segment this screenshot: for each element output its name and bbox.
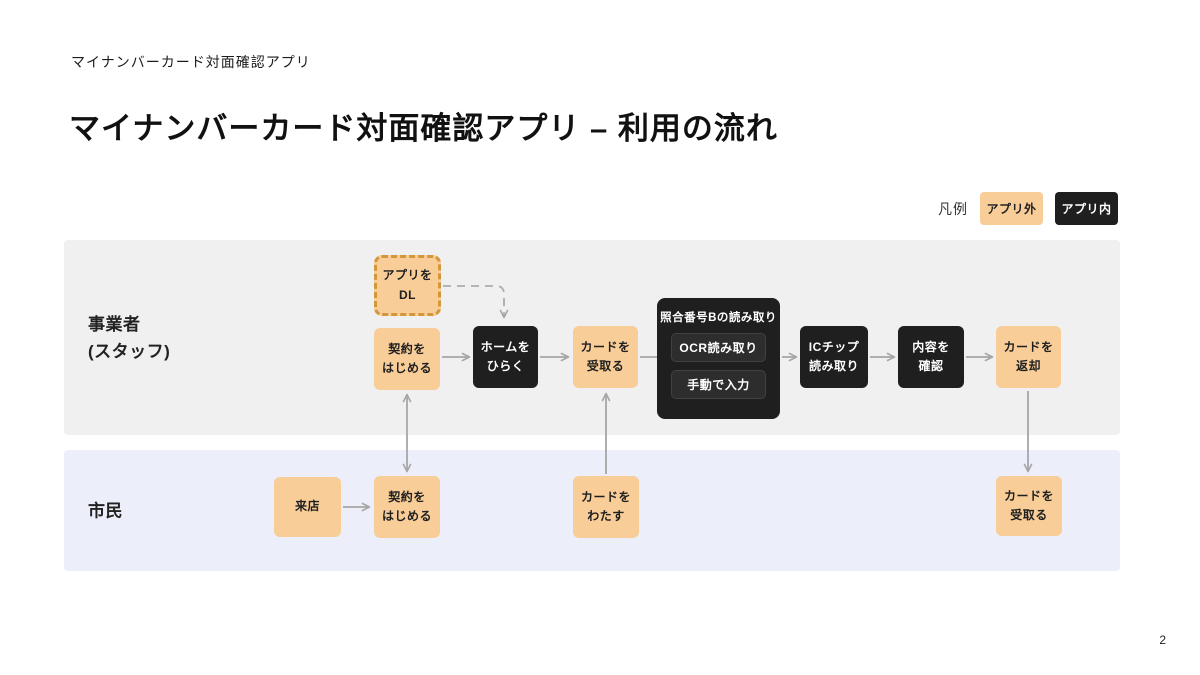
node-receive-card-citizen-line1: カードを (1003, 488, 1054, 503)
node-receive-card-staff-line2: 受取る (586, 359, 625, 373)
node-receive-card-staff: カードを 受取る (573, 326, 638, 388)
node-contract-start-staff-line2: はじめる (381, 361, 432, 375)
node-open-home-line2: ひらく (486, 359, 525, 373)
breadcrumb-app-name: マイナンバーカード対面確認アプリ (71, 54, 311, 70)
node-contract-start-staff: 契約を はじめる (374, 328, 440, 390)
page-number: 2 (1159, 633, 1166, 647)
node-hand-card-line1: カードを (580, 489, 631, 504)
node-receive-card-staff-line1: カードを (580, 339, 631, 354)
node-receive-card-citizen: カードを 受取る (996, 476, 1062, 536)
node-contract-start-citizen-line1: 契約を (388, 489, 426, 504)
node-ic-chip-read: ICチップ 読み取り (800, 326, 868, 388)
node-ic-chip-read-line2: 読み取り (808, 359, 859, 373)
node-return-card-line2: 返却 (1015, 359, 1041, 373)
node-confirm-contents-line1: 内容を (912, 339, 950, 354)
node-open-home-line1: ホームを (480, 339, 531, 354)
node-return-card: カードを 返却 (996, 326, 1061, 388)
node-app-dl-line2: DL (399, 287, 416, 302)
node-app-dl: アプリを DL (374, 255, 441, 316)
node-confirm-contents: 内容を 確認 (898, 326, 964, 388)
node-matching-number-b-group: 照合番号Bの読み取り OCR読み取り 手動で入力 (657, 298, 780, 419)
node-ic-chip-read-line1: ICチップ (808, 339, 860, 354)
node-confirm-contents-line2: 確認 (918, 359, 944, 373)
node-hand-card: カードを わたす (573, 476, 639, 538)
page-title: マイナンバーカード対面確認アプリ – 利用の流れ (69, 111, 778, 146)
lane-citizen-label: 市民 (88, 497, 123, 524)
node-contract-start-citizen-line2: はじめる (381, 509, 432, 523)
legend-chip-outside-app: アプリ外 (980, 192, 1043, 225)
node-visit-store: 来店 (274, 477, 341, 537)
node-contract-start-staff-line1: 契約を (388, 341, 426, 356)
node-return-card-line1: カードを (1003, 339, 1054, 354)
lane-citizen-label-line1: 市民 (88, 500, 123, 520)
legend-chip-inside-app: アプリ内 (1055, 192, 1118, 225)
node-app-dl-line1: アプリを (382, 268, 433, 283)
legend: 凡例 アプリ外 アプリ内 (938, 192, 1118, 225)
matching-group-title: 照合番号Bの読み取り (660, 312, 777, 324)
node-ocr-read-option: OCR読み取り (671, 333, 766, 362)
lane-business-label-line1: 事業者 (88, 314, 141, 334)
lane-business-label: 事業者 (スタッフ) (88, 310, 170, 364)
lane-business-label-line2: (スタッフ) (88, 341, 171, 361)
legend-label: 凡例 (938, 200, 968, 217)
node-open-home: ホームを ひらく (473, 326, 538, 388)
node-hand-card-line2: わたす (587, 509, 625, 523)
node-contract-start-citizen: 契約を はじめる (374, 476, 440, 538)
node-manual-input-option: 手動で入力 (671, 370, 766, 399)
node-visit-store-line1: 来店 (294, 499, 320, 514)
node-receive-card-citizen-line2: 受取る (1010, 508, 1048, 522)
